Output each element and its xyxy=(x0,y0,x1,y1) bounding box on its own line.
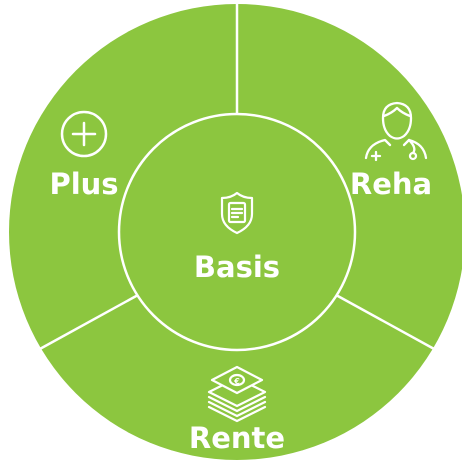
money-stack-icon: € xyxy=(207,365,267,423)
segment-label-plus: Plus xyxy=(49,167,118,201)
divider-right xyxy=(335,293,437,352)
segment-label-reha: Reha xyxy=(350,167,432,201)
center-label-basis: Basis xyxy=(194,250,280,284)
plus-circle-icon xyxy=(60,110,108,158)
doctor-icon xyxy=(364,101,428,162)
segment-basis[interactable]: Basis xyxy=(194,191,280,284)
svg-text:€: € xyxy=(233,377,240,386)
segment-dividers xyxy=(37,4,437,352)
segment-label-rente: Rente xyxy=(189,421,285,455)
segment-rente[interactable]: € Rente xyxy=(189,365,285,455)
segment-plus[interactable]: Plus xyxy=(49,110,119,201)
segment-reha[interactable]: Reha xyxy=(350,101,432,201)
shield-document-icon xyxy=(220,191,254,235)
divider-left xyxy=(37,293,139,352)
